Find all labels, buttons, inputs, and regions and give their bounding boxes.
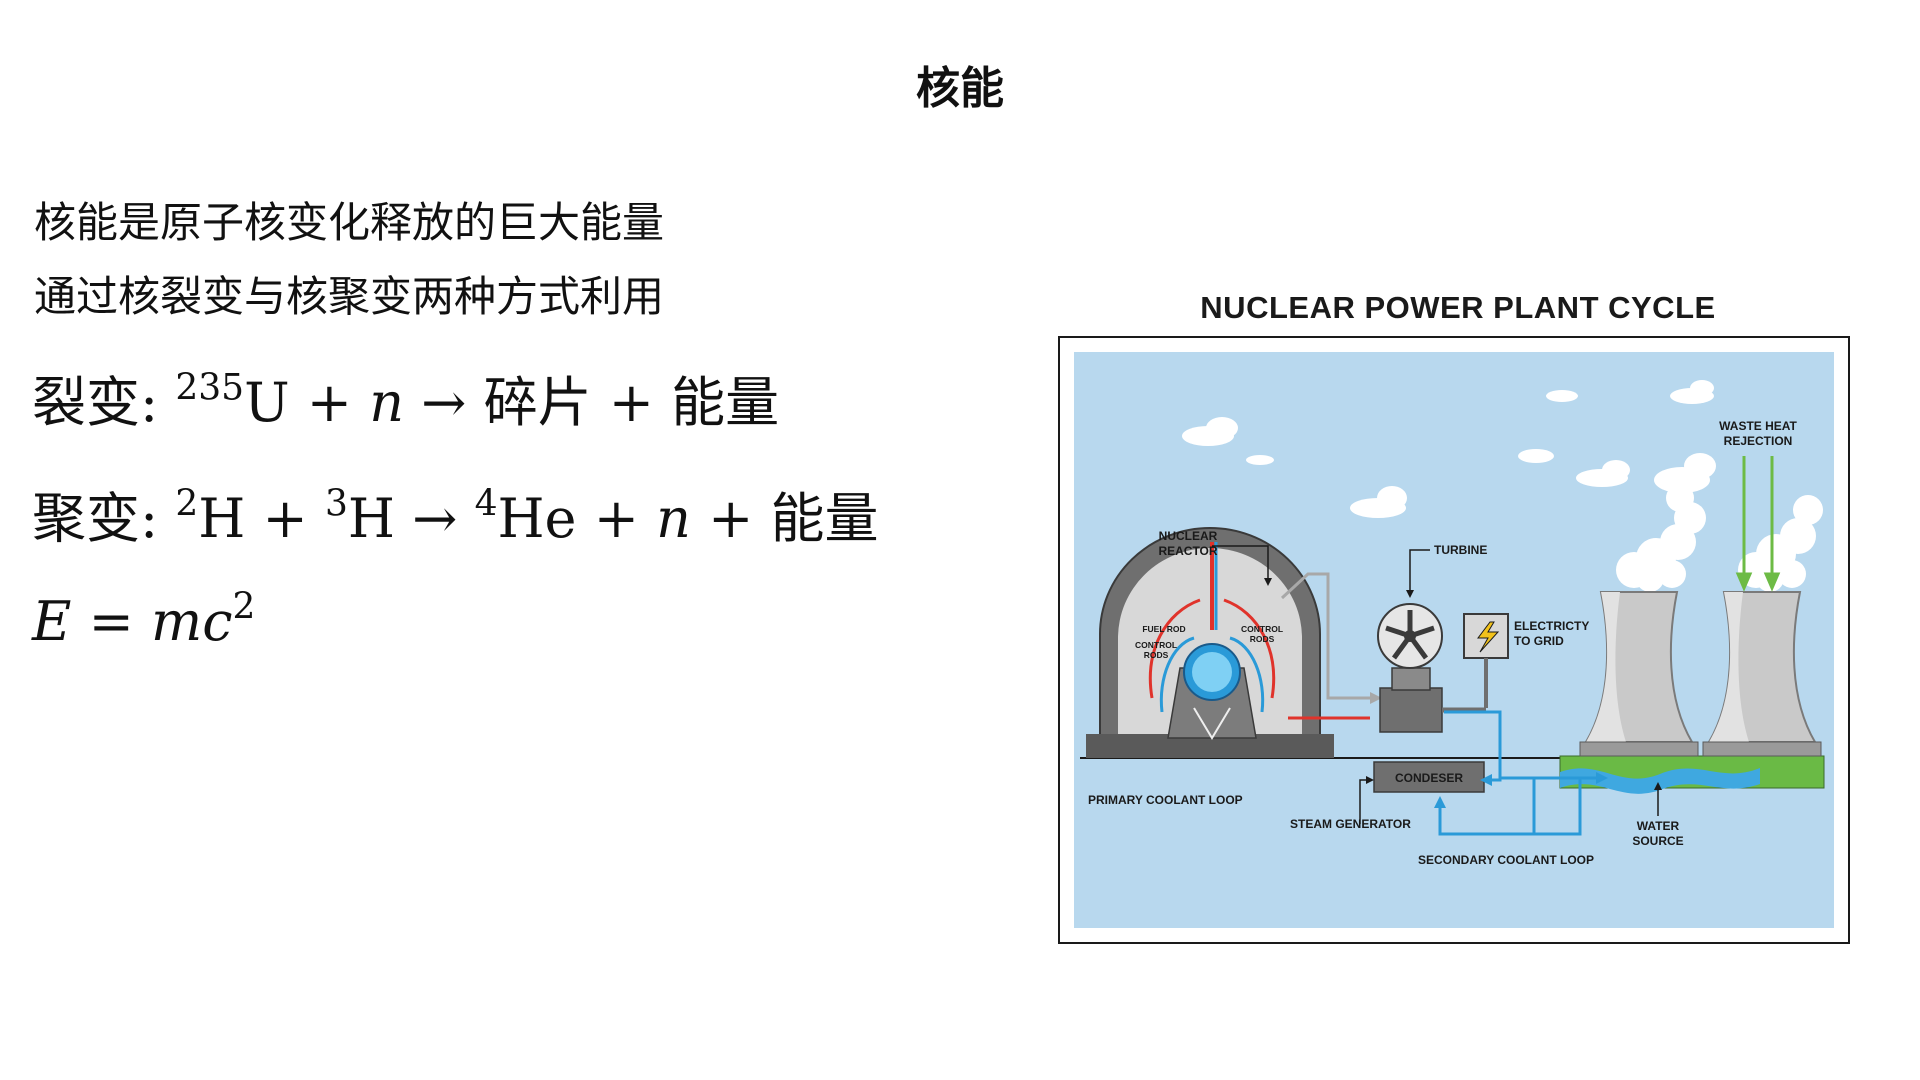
river xyxy=(1560,768,1760,794)
secondary-loop-label: SECONDARY COOLANT LOOP xyxy=(1418,853,1594,867)
cloud-icon xyxy=(1350,486,1407,518)
deuterium-mass-number: 2 xyxy=(175,483,199,525)
electricity-label-2: TO GRID xyxy=(1514,634,1564,648)
fission-energy: 能量 xyxy=(671,371,780,434)
cloud-icon xyxy=(1654,453,1716,493)
fusion-formula: 聚变: 2H + 3H → 4He + n + 能量 xyxy=(32,474,879,553)
steam-generator-label: STEAM GENERATOR xyxy=(1290,817,1411,831)
uranium-symbol: U xyxy=(244,371,290,434)
fusion-energy: 能量 xyxy=(770,487,879,550)
turbine-icon xyxy=(1377,603,1443,733)
fission-plus-2: + xyxy=(608,371,654,434)
cloud-icon xyxy=(1546,390,1578,402)
diagram-frame: WASTE HEAT REJECTION FUEL ROD CONTROL RO… xyxy=(1058,336,1850,944)
tritium-mass-number: 3 xyxy=(324,483,348,525)
tritium-symbol: H xyxy=(347,487,395,550)
fusion-neutron: n xyxy=(656,487,691,550)
turbine-callout-line xyxy=(1409,549,1430,594)
mass-energy-formula: E = mc2 xyxy=(32,589,255,653)
cooling-tower-right xyxy=(1702,591,1822,757)
reactor-building xyxy=(1086,527,1334,758)
generator-icon xyxy=(1442,613,1509,713)
cloud-icon xyxy=(1182,417,1238,446)
fission-neutron: n xyxy=(369,371,404,434)
diagram-title: NUCLEAR POWER PLANT CYCLE xyxy=(1200,290,1716,325)
fusion-prefix: 聚变: xyxy=(32,487,159,550)
fuel-rod-label: FUEL ROD xyxy=(1142,624,1185,634)
cloud-icon xyxy=(1576,460,1630,487)
energy-variable: E xyxy=(32,590,72,653)
control-rods-right-label-1: CONTROL xyxy=(1241,624,1283,634)
waste-heat-label-1: WASTE HEAT xyxy=(1719,419,1797,433)
light-speed-variable: c xyxy=(202,590,233,653)
equals-sign: = xyxy=(88,590,134,653)
uranium-mass-number: 235 xyxy=(175,367,245,409)
cloud-icon xyxy=(1246,455,1274,465)
lightning-icon xyxy=(1477,621,1500,653)
fission-arrow: → xyxy=(421,371,467,434)
intro-line-1: 核能是原子核变化释放的巨大能量 xyxy=(34,198,665,247)
fusion-plus-2: + xyxy=(593,487,639,550)
steam-pipe xyxy=(1280,572,1372,700)
fission-formula: 裂变: 235U + n → 碎片 + 能量 xyxy=(32,358,779,437)
fusion-plus-1: + xyxy=(262,487,308,550)
condenser-label: CONDESER xyxy=(1395,771,1463,785)
fusion-plus-3: + xyxy=(708,487,754,550)
steam-plume-left xyxy=(1616,484,1706,592)
control-rods-right-label-2: RODS xyxy=(1250,634,1275,644)
reactor-callout-line xyxy=(1212,545,1269,582)
fusion-arrow: → xyxy=(412,487,458,550)
cloud-icon xyxy=(1518,449,1554,463)
electricity-label-1: ELECTRICTY xyxy=(1514,619,1589,633)
fission-fragments: 碎片 xyxy=(483,371,592,434)
waste-heat-arrows xyxy=(1735,456,1781,592)
intro-text: 核能是原子核变化释放的巨大能量 通过核裂变与核聚变两种方式利用 xyxy=(34,186,664,334)
secondary-loop-pipe xyxy=(1444,710,1502,782)
primary-loop-label: PRIMARY COOLANT LOOP xyxy=(1088,793,1243,807)
waste-heat-label-2: REJECTION xyxy=(1724,434,1793,448)
water-source-label-1: WATER xyxy=(1637,819,1680,833)
turbine-label: TURBINE xyxy=(1434,543,1487,557)
condenser-box xyxy=(1373,761,1485,793)
fission-plus-1: + xyxy=(306,371,353,434)
water-source-label-2: SOURCE xyxy=(1632,834,1683,848)
nuclear-reactor-label-2: REACTOR xyxy=(1158,544,1217,558)
cooling-tower-left xyxy=(1579,591,1699,757)
helium-symbol: He xyxy=(497,487,577,550)
fission-prefix: 裂变: xyxy=(32,371,159,434)
deuterium-symbol: H xyxy=(198,487,246,550)
cloud-icon xyxy=(1670,380,1714,404)
helium-mass-number: 4 xyxy=(474,483,498,525)
intro-line-2: 通过核裂变与核聚变两种方式利用 xyxy=(34,272,665,321)
exponent: 2 xyxy=(232,586,256,628)
control-rods-left-label-1: CONTROL xyxy=(1135,640,1177,650)
mass-variable: m xyxy=(151,590,203,653)
control-rods-left-label-2: RODS xyxy=(1144,650,1169,660)
nuclear-reactor-label-1: NUCLEAR xyxy=(1159,529,1218,543)
slide-title: 核能 xyxy=(916,63,1004,114)
power-plant-diagram: WASTE HEAT REJECTION FUEL ROD CONTROL RO… xyxy=(1074,352,1834,928)
